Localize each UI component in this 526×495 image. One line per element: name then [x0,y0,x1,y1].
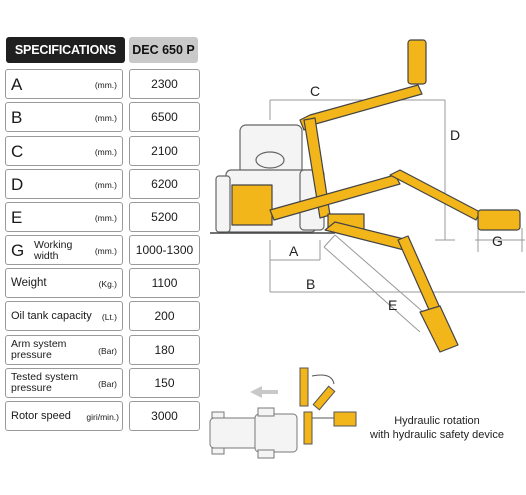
spec-value: 2100 [129,136,200,166]
side-mower-head [477,209,521,231]
spec-label-cell: B (mm.) [5,102,123,132]
label-e: E [388,297,397,313]
spec-value: 180 [129,335,200,365]
spec-row-e: E (mm.) 5200 [0,202,205,232]
spec-row-a: A (mm.) 2300 [0,69,205,99]
dimension-letter: E [11,208,23,227]
unit-label: (mm.) [94,113,117,123]
label-a: A [289,243,299,259]
horizontal-forearm [389,169,481,221]
spec-label-cell: A (mm.) [5,69,123,99]
upper-arm [299,84,423,131]
unit-label: (Bar) [98,346,117,356]
spec-value: 2300 [129,69,200,99]
spec-label-cell: G Working width (mm.) [5,235,123,265]
tractor-topview [209,407,298,459]
spec-label-cell: Arm system pressure (Bar) [5,335,123,365]
unit-label: (mm.) [94,246,117,256]
label-c: C [310,83,320,99]
hydraulic-frame [231,184,273,226]
spec-row-c: C (mm.) 2100 [0,136,205,166]
label-d: D [450,127,460,143]
working-width-label: Working width [34,239,73,262]
spec-row-arm-pressure: Arm system pressure (Bar) 180 [0,335,205,365]
unit-label: (mm.) [94,80,117,90]
dimension-band-e [323,234,431,333]
spec-name: Weight [11,277,47,289]
spec-label-cell: Rotor speed giri/min.) [5,401,123,431]
dimension-letter: B [11,108,23,127]
upper-mower-head [407,39,427,85]
lower-forearm [397,235,441,313]
tractor-seat [255,151,285,169]
caption-line-2: with hydraulic safety device [370,429,504,441]
tractor-front-wheel [215,175,231,233]
spec-label-cell: Weight (Kg.) [5,268,123,298]
spec-row-rotor-speed: Rotor speed giri/min.) 3000 [0,401,205,431]
dimension-letter: G [11,241,25,260]
spec-row-d: D (mm.) 6200 [0,169,205,199]
dimension-letter: C [11,142,24,161]
hydraulic-caption: Hydraulic rotation with hydraulic safety… [352,414,522,442]
spec-row-oil-tank: Oil tank capacity (Lt.) 200 [0,301,205,331]
spec-name: Tested system pressure [11,371,79,394]
spec-row-g: G Working width (mm.) 1000-1300 [0,235,205,265]
horizontal-arm [269,174,401,221]
spec-value: 1000-1300 [129,235,200,265]
arrow-left-icon [250,386,278,398]
model-header: DEC 650 P [129,37,198,63]
spec-value: 3000 [129,401,200,431]
rotation-arm-angled [312,385,336,411]
spec-label-cell: C (mm.) [5,136,123,166]
spec-label-cell: E (mm.) [5,202,123,232]
dimension-letter: A [11,75,23,94]
caption-line-1: Hydraulic rotation [394,415,480,427]
spec-row-tested-pressure: Tested system pressure (Bar) 150 [0,368,205,398]
spec-name: Rotor speed [11,410,71,422]
spec-label-cell: D (mm.) [5,169,123,199]
spec-value: 150 [129,368,200,398]
lower-mower-head [419,305,459,353]
label-b: B [306,276,315,292]
spec-value: 6500 [129,102,200,132]
spec-label-cell: Tested system pressure (Bar) [5,368,123,398]
spec-value: 5200 [129,202,200,232]
unit-label: (mm.) [94,213,117,223]
rotation-arm-down [303,411,313,445]
spec-row-weight: Weight (Kg.) 1100 [0,268,205,298]
unit-label: (Lt.) [101,312,117,322]
spec-value: 200 [129,301,200,331]
spec-value: 1100 [129,268,200,298]
spec-value: 6200 [129,169,200,199]
label-g: G [492,233,503,249]
rotation-arrow-icon [311,374,335,385]
specifications-header: SPECIFICATIONS [6,37,125,63]
spec-row-b: B (mm.) 6500 [0,102,205,132]
spec-label-cell: Oil tank capacity (Lt.) [5,301,123,331]
unit-label: giri/min.) [86,412,119,422]
unit-label: (mm.) [94,180,117,190]
spec-name: Oil tank capacity [11,310,92,322]
mower-arm-diagram: C D A B G E [210,39,525,353]
dimension-letter: D [11,175,24,194]
unit-label: (Bar) [98,379,117,389]
rotation-head [333,411,357,427]
spec-name: Arm system pressure [11,338,67,361]
lower-arm [324,221,409,251]
unit-label: (mm.) [94,147,117,157]
rotation-arm-up [299,367,309,407]
rotation-detail-diagram [209,367,357,459]
unit-label: (Kg.) [98,279,117,289]
